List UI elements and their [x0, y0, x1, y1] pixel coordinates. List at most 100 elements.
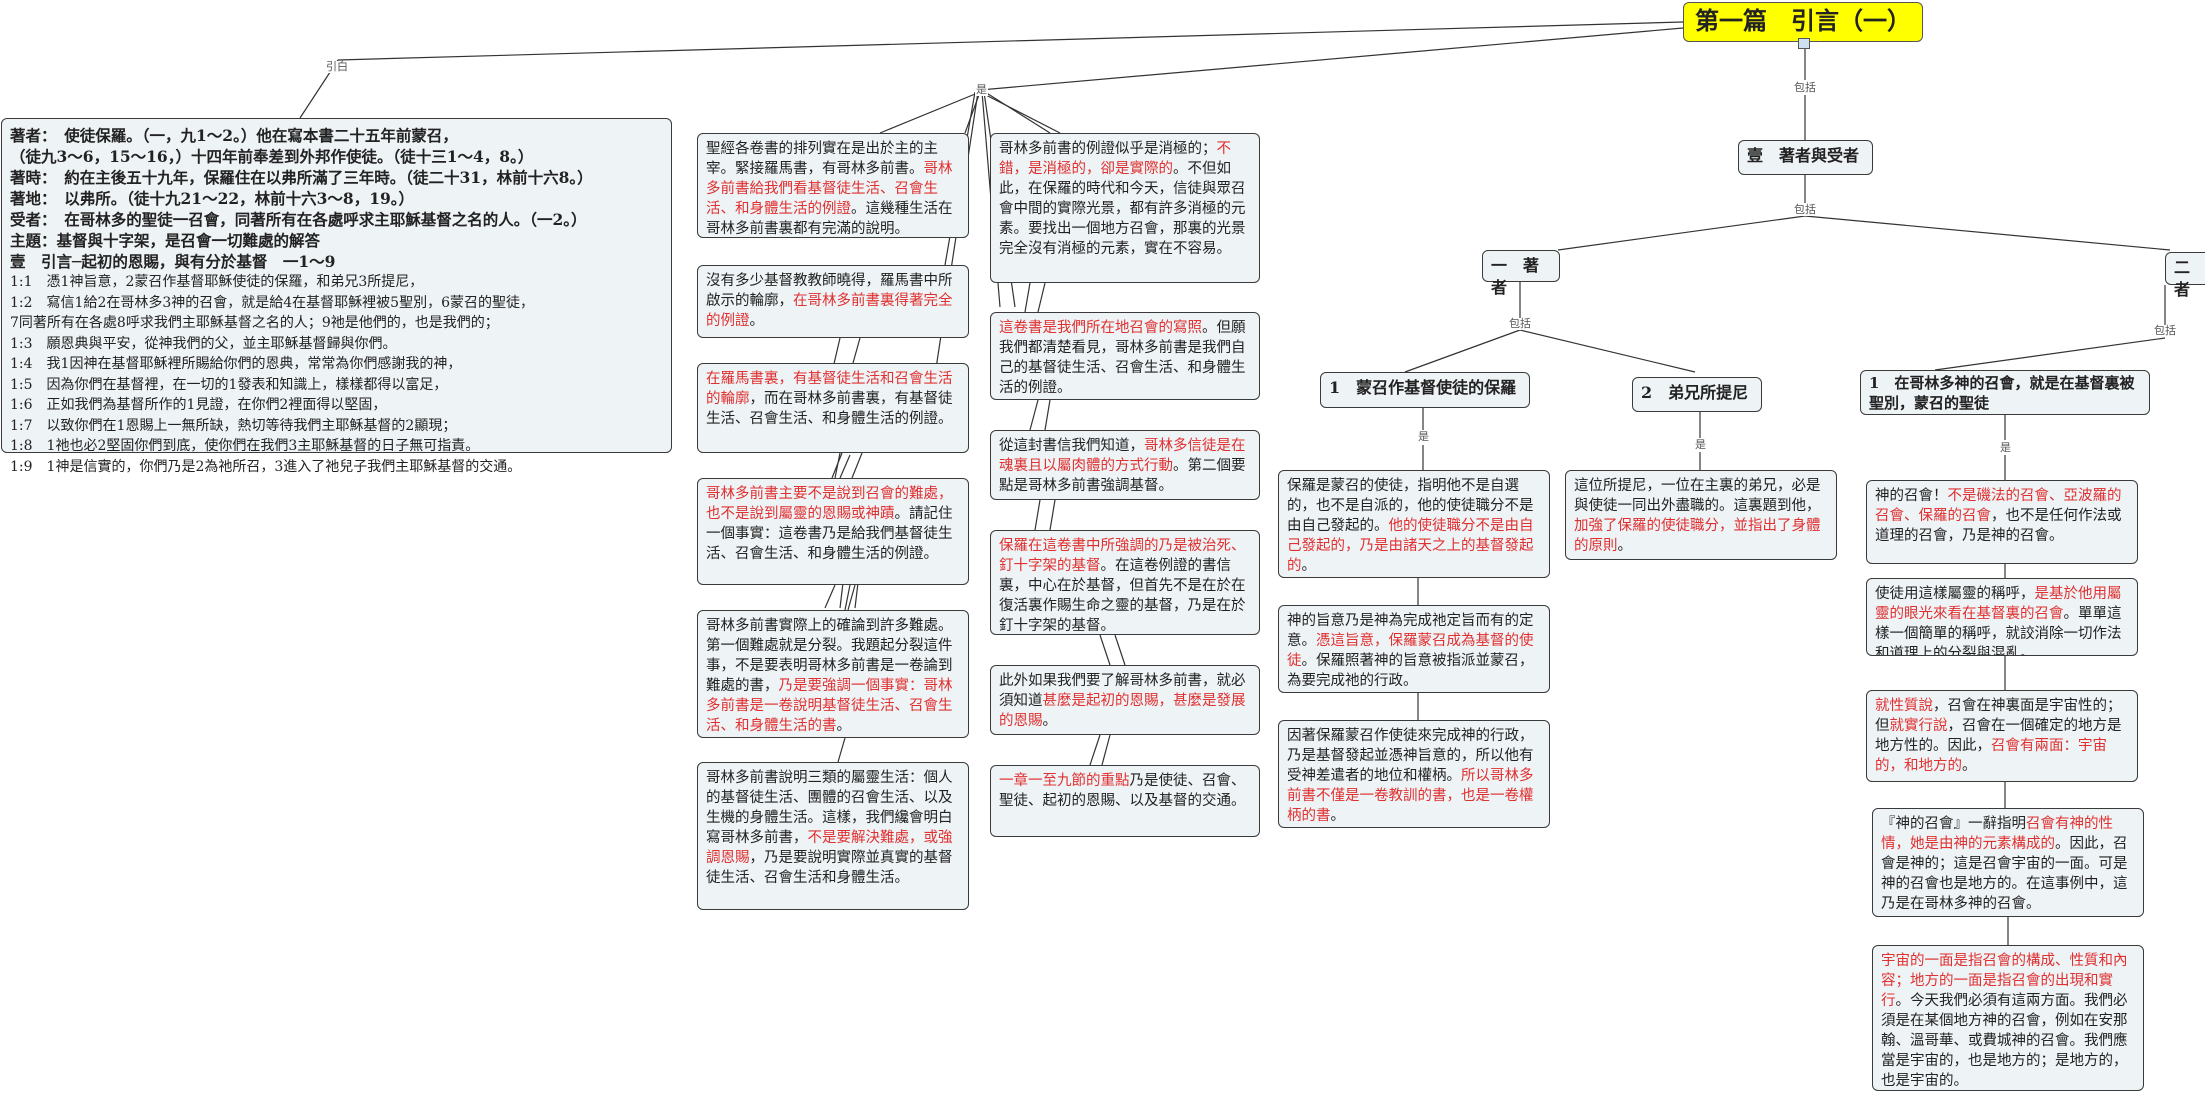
node-highlight: 不是要解決難處，或強調恩賜 — [706, 830, 953, 866]
node-text: 。 — [1042, 713, 1058, 729]
node-text: 從這封書信我們知道， — [999, 438, 1144, 454]
node-text: 哥林多前書實際上的確論到許多難處。第一個難處就是分裂。我題起分裂這件事，不是要表… — [706, 618, 953, 694]
topic-node[interactable]: 這位所提尼，一位在主裏的弟兄，必是與使徒一同出外盡職的。這裏題到他， 加強了保羅的… — [1565, 470, 1837, 560]
topic-node[interactable]: 保羅是蒙召的使徒，指明他不是自選的，也不是自派的，他的使徒職分不是由自己發起的。… — [1278, 470, 1550, 578]
edge-label-shi: 是 — [1417, 430, 1430, 443]
node-text: 使徒用這樣屬靈的稱呼， — [1875, 586, 2035, 602]
node-highlight: 召會有兩面：宇宙的，和地方的 — [1875, 738, 2107, 774]
node-highlight: 哥林多信徒是在魂裏且以屬肉體的方式行動 — [999, 438, 1246, 474]
topic-node[interactable]: 『神的召會』一辭指明召會有神的性情，她是由神的元素構成的。因此，召會是神的；這是… — [1872, 808, 2144, 917]
topic-node[interactable]: 神的旨意乃是神為完成祂定旨而有的定意。憑這旨意，保羅蒙召成為基督的使徒。保羅照著… — [1278, 605, 1550, 693]
edge-label-shi: 是 — [975, 83, 988, 96]
verse-line: 1:9 1神是信實的，你們乃是2為祂所召，3進入了祂兒子我們主耶穌基督的交通。 — [10, 458, 522, 475]
verse-line: 1:7 以致你們在1恩賜上一無所缺，熱切等待我們主耶穌基督的2顯現； — [10, 417, 457, 434]
node-highlight: 憑這旨意，保羅蒙召成為基督的使徒 — [1287, 633, 1534, 669]
info-line: 主題：基督與十字架，是召會一切難處的解答 — [10, 231, 321, 250]
node-text: 哥林多前書的例證似乎是消極的； — [999, 141, 1217, 157]
node-text: 。在這卷例證的書信裏，中心在於基督，但首先不是在於在復活裏作賜生命之靈的基督，乃… — [999, 558, 1246, 634]
topic-node[interactable]: 聖經各卷書的排列實在是出於主的主宰。緊接羅馬書，有哥林多前書。哥林多前書給我們看… — [697, 133, 969, 238]
topic-node[interactable]: 神的召會！不是磯法的召會、亞波羅的召會、保羅的召會，也不是任何作法或道理的召會，… — [1866, 480, 2138, 564]
node-text: 神的旨意乃是神為完成祂定旨而有的定意。 — [1287, 613, 1534, 649]
topic-node[interactable]: 這卷書是我們所在地召會的寫照。但願我們都清楚看見，哥林多前書是我們自己的基督徒生… — [990, 312, 1260, 400]
node-text: 乃是使徒、召會、聖徒、起初的恩賜、以及基督的交通。 — [999, 773, 1246, 809]
node-highlight: 加強了保羅的使徒職分，並指出了身體的原則 — [1574, 518, 1821, 554]
node-highlight: 召會有神的性情，她是由神的元素構成的 — [1881, 816, 2113, 852]
info-line: 受者： 在哥林多的聖徒一召會，同著所有在各處呼求主耶穌基督之名的人。（一2。） — [10, 210, 587, 229]
topic-church[interactable]: 1 在哥林多神的召會，就是在基督裏被聖別，蒙召的聖徒 — [1860, 370, 2150, 415]
topic-node[interactable]: 因著保羅蒙召作使徒來完成神的行政，乃是基督發起並憑神旨意的，所以他有受神差遣者的… — [1278, 720, 1550, 828]
node-highlight: 宇宙的一面是指召會的構成、性質和內容；地方的一面是指召會的出現和實行 — [1881, 953, 2128, 1009]
node-text: 沒有多少基督教教師曉得，羅馬書中所啟示的輪廓， — [706, 273, 953, 309]
info-line: 著時： 約在主後五十九年，保羅住在以弗所滿了三年時。（徒二十31，林前十六8。） — [10, 168, 593, 187]
node-text: 。今天我們必須有這兩方面。我們必須是在某個地方神的召會，例如在安那翰、溫哥華、或… — [1881, 993, 2128, 1089]
node-highlight: 這卷書是我們所在地召會的寫照 — [999, 320, 1202, 336]
topic-author[interactable]: 一 著者 — [1482, 250, 1560, 297]
verse-line: 1:8 1祂也必2堅固你們到底，使你們在我們3主耶穌基督的日子無可指責。 — [10, 438, 480, 454]
node-text: 聖經各卷書的排列實在是出於主的主宰。緊接羅馬書，有哥林多前書。 — [706, 141, 938, 177]
node-highlight: 不錯，是消極的，卻是實際的 — [999, 141, 1231, 177]
node-highlight: 哥林多前書主要不是說到召會的難處，也不是說到屬靈的恩賜或神蹟 — [706, 486, 953, 522]
verse-line: 1:4 我1因神在基督耶穌裡所賜給你們的恩典，常常為你們感謝我的神， — [10, 356, 462, 372]
node-text: 。 — [1301, 558, 1317, 574]
node-text: 。不但如此，在保羅的時代和今天，信徒與眾召會中間的實際光景，都有許多消極的元素。… — [999, 161, 1246, 257]
edge-label-baokuo: 包括 — [1793, 203, 1817, 216]
node-text: 。單單這樣一個簡單的稱呼，就詨消除一切作法和道理上的分裂與混亂。 — [1875, 606, 2122, 656]
node-text: 。 — [836, 718, 852, 734]
topic-node[interactable]: 哥林多前書實際上的確論到許多難處。第一個難處就是分裂。我題起分裂這件事，不是要表… — [697, 610, 969, 738]
node-text: 因著保羅蒙召作使徒來完成神的行政，乃是基督發起並憑神旨意的，所以他有受神差遣者的… — [1287, 728, 1534, 784]
node-highlight: 保羅在這卷書中所強調的乃是被治死、釘十字架的基督 — [999, 538, 1246, 574]
node-text: 哥林多前書說明三類的屬靈生活：個人的基督徒生活、團體的召會生活、以及生機的身體生… — [706, 770, 953, 846]
verse-line: 1:5 因為你們在基督裡，在一切的1發表和知識上，樣樣都得以富足， — [10, 376, 448, 393]
topic-node[interactable]: 就性質說，召會在神裏面是宇宙性的；但就實行說，召會在一個確定的地方是地方性的。因… — [1866, 690, 2138, 782]
topic-node[interactable]: 在羅馬書裏，有基督徒生活和召會生活的輪廓，而在哥林多前書裏，有基督徒生活、召會生… — [697, 363, 969, 453]
node-text: 。 — [1330, 808, 1346, 824]
notes-icon[interactable] — [1798, 38, 1810, 49]
node-text: 這位所提尼，一位在主裏的弟兄，必是與使徒一同出外盡職的。這裏題到他， — [1574, 478, 1821, 514]
node-highlight: 乃是要強調一個事實：哥林多前書是一卷說明基督徒生活、召會生活、和身體生活的書 — [706, 678, 953, 734]
verse-line: 7同著所有在各處8呼求我們主耶穌基督之名的人；9祂是他們的，也是我們的； — [10, 315, 499, 331]
topic-node[interactable]: 一章一至九節的重點乃是使徒、召會、聖徒、起初的恩賜、以及基督的交通。 — [990, 765, 1260, 837]
topic-paul[interactable]: 1 蒙召作基督使徒的保羅 — [1320, 372, 1530, 408]
node-highlight: 就實行說 — [1889, 718, 1948, 734]
author-info-box[interactable]: 著者： 使徒保羅。（一，九1～2。）他在寫本書二十五年前蒙召， （徒九3～6，1… — [1, 118, 672, 475]
node-text: 。 — [749, 313, 765, 329]
topic-node[interactable]: 哥林多前書主要不是說到召會的難處，也不是說到屬靈的恩賜或神蹟。請記住一個事實：這… — [697, 478, 969, 585]
edge-label-baokuo: 包括 — [1793, 81, 1817, 94]
node-text: ，而在哥林多前書裏，有基督徒生活、召會生活、和身體生活的例證。 — [706, 391, 953, 427]
topic-node[interactable]: 宇宙的一面是指召會的構成、性質和內容；地方的一面是指召會的出現和實行。今天我們必… — [1872, 945, 2144, 1091]
node-text: 。 — [1962, 758, 1977, 774]
node-text: 神的召會！ — [1875, 488, 1948, 504]
node-text: 。請記住一個事實：這卷書乃是給我們基督徒生活、召會生活、和身體生活的例證。 — [706, 506, 953, 562]
verse-line: 1:6 正如我們為基督所作的1見證，在你們2裡面得以堅固， — [10, 397, 387, 413]
topic-node[interactable]: 從這封書信我們知道，哥林多信徒是在魂裏且以屬肉體的方式行動。第二個要點是哥林多前… — [990, 430, 1260, 500]
node-highlight: 他的使徒職分不是由自己發起的，乃是由諸天之上的基督發起的 — [1287, 518, 1534, 574]
topic-node[interactable]: 哥林多前書的例證似乎是消極的；不錯，是消極的，卻是實際的。不但如此，在保羅的時代… — [990, 133, 1260, 283]
topic-node[interactable]: 哥林多前書說明三類的屬靈生活：個人的基督徒生活、團體的召會生活、以及生機的身體生… — [697, 762, 969, 910]
topic-sosthenes[interactable]: 2 弟兄所提尼 — [1632, 377, 1762, 412]
node-text: 。 — [1617, 538, 1633, 554]
edge-label-baokuo: 包括 — [1508, 317, 1532, 330]
edge-label-baokuo: 包括 — [2153, 324, 2177, 337]
node-text: 。第二個要點是哥林多前書強調基督。 — [999, 458, 1246, 494]
node-text: ，召會在一個確定的地方是地方性的。因此， — [1875, 718, 2122, 754]
node-text: ，乃是要說明實際並真實的基督徒生活、召會生活和身體生活。 — [706, 850, 953, 886]
node-text: 『神的召會』一辭指明 — [1881, 816, 2026, 832]
edge-label-shi: 是 — [1999, 441, 2012, 454]
topic-node[interactable]: 此外如果我們要了解哥林多前書，就必須知道甚麼是起初的恩賜，甚麼是發展的恩賜。 — [990, 665, 1260, 735]
topic-node[interactable]: 使徒用這樣屬靈的稱呼，是基於他用屬靈的眼光來看在基督裏的召會。單單這樣一個簡單的… — [1866, 578, 2138, 656]
node-text: 。這幾種生活在哥林多前書裏都有完滿的說明。 — [706, 201, 953, 237]
topic-node[interactable]: 沒有多少基督教教師曉得，羅馬書中所啟示的輪廓，在哥林多前書裏得著完全的例證。 — [697, 265, 969, 338]
node-text: 。但願我們都清楚看見，哥林多前書是我們自己的基督徒生活、召會生活、和身體生活的例… — [999, 320, 1246, 396]
node-text: 此外如果我們要了解哥林多前書，就必須知道 — [999, 673, 1246, 709]
topic-author-recipient[interactable]: 壹 著者與受者 — [1738, 140, 1873, 175]
topic-recipient[interactable]: 二 受者 — [2165, 252, 2205, 299]
node-text: ，召會在神裏面是宇宙性的；但 — [1875, 698, 2122, 734]
node-highlight: 在羅馬書裏，有基督徒生活和召會生活的輪廓 — [706, 371, 953, 407]
node-text: 。因此，召會是神的；這是召會宇宙的一面。可是神的召會也是地方的。在這事例中，這乃… — [1881, 836, 2128, 912]
info-line: 壹 引言─起初的恩賜，與有分於基督 一1～9 — [10, 252, 336, 271]
node-text: ，也不是任何作法或道理的召會，乃是神的召會。 — [1875, 508, 2122, 544]
verse-line: 1:1 憑1神旨意，2蒙召作基督耶穌使徒的保羅，和弟兄3所提尼， — [10, 274, 424, 290]
root-topic[interactable]: 第一篇 引言（一） — [1683, 2, 1923, 42]
topic-node[interactable]: 保羅在這卷書中所強調的乃是被治死、釘十字架的基督。在這卷例證的書信裏，中心在於基… — [990, 530, 1260, 635]
